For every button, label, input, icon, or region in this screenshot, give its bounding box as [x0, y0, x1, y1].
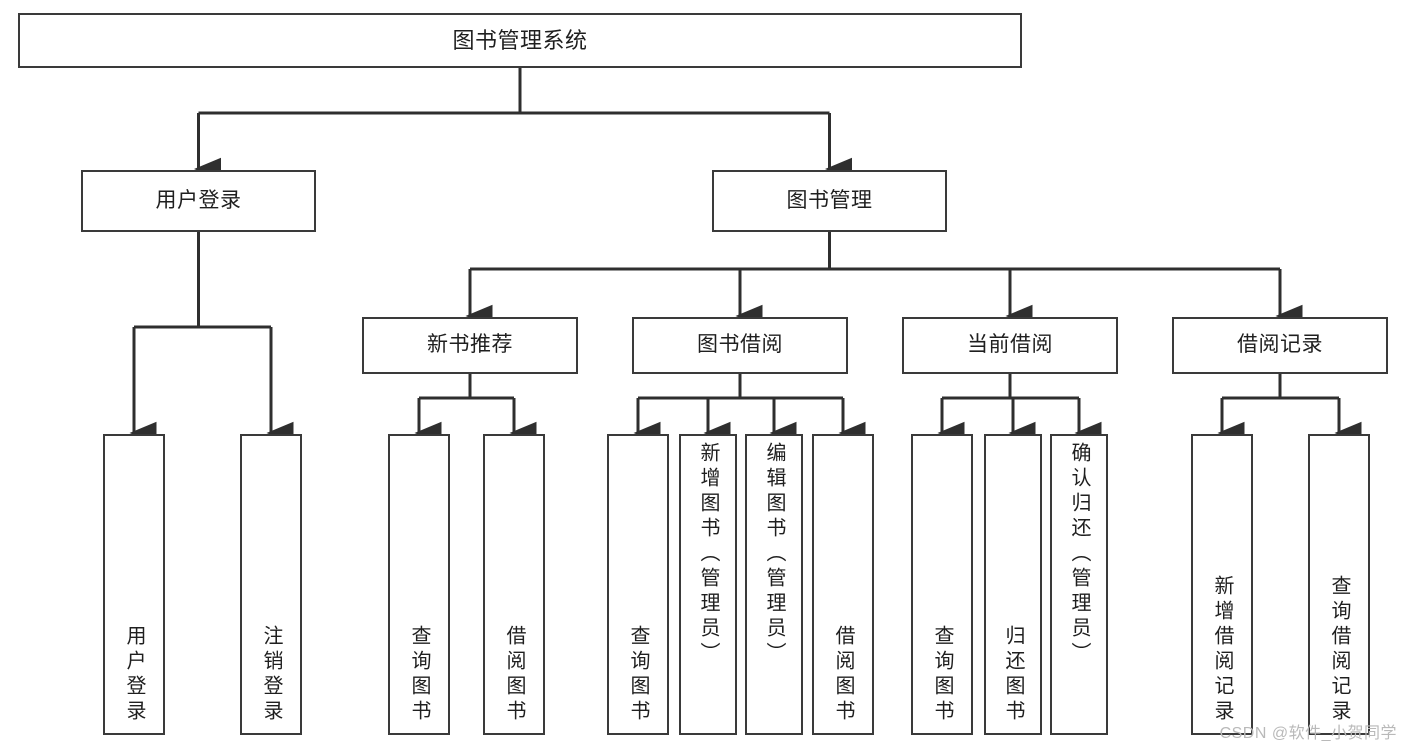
node-label-current-borrow: 当前借阅: [967, 333, 1053, 357]
node-label-leaf-add-record: 新增借阅记录: [1211, 575, 1233, 725]
node-label-leaf-borrow-book-2: 借阅图书: [832, 625, 854, 725]
node-leaf-query-book-3[interactable]: 查询图书: [911, 434, 973, 735]
node-label-leaf-logout: 注销登录: [260, 625, 282, 725]
node-label-leaf-query-record: 查询借阅记录: [1328, 575, 1350, 725]
node-leaf-query-book-2[interactable]: 查询图书: [607, 434, 669, 735]
node-leaf-add-record[interactable]: 新增借阅记录: [1191, 434, 1253, 735]
node-user-login[interactable]: 用户登录: [81, 170, 316, 232]
node-new-book-rec[interactable]: 新书推荐: [362, 317, 578, 374]
node-label-leaf-return-book: 归还图书: [1002, 625, 1024, 725]
node-leaf-return-book[interactable]: 归还图书: [984, 434, 1042, 735]
node-leaf-add-book[interactable]: 新增图书（管理员）: [679, 434, 737, 735]
csdn-watermark: CSDN @软件_小贺同学: [1219, 725, 1397, 742]
node-leaf-confirm-return[interactable]: 确认归还（管理员）: [1050, 434, 1108, 735]
node-label-leaf-query-book-1: 查询图书: [408, 625, 430, 725]
node-label-leaf-edit-book: 编辑图书（管理员）: [763, 442, 785, 667]
node-leaf-query-book-1[interactable]: 查询图书: [388, 434, 450, 735]
node-leaf-user-login[interactable]: 用户登录: [103, 434, 165, 735]
node-label-leaf-query-book-2: 查询图书: [627, 625, 649, 725]
node-label-leaf-confirm-return: 确认归还（管理员）: [1068, 442, 1090, 667]
node-label-book-borrow: 图书借阅: [697, 333, 783, 357]
node-borrow-record[interactable]: 借阅记录: [1172, 317, 1388, 374]
node-label-book-manage: 图书管理: [786, 188, 873, 212]
node-leaf-borrow-book-1[interactable]: 借阅图书: [483, 434, 545, 735]
node-root[interactable]: 图书管理系统: [18, 13, 1022, 68]
node-label-root: 图书管理系统: [452, 27, 588, 53]
node-label-leaf-borrow-book-1: 借阅图书: [503, 625, 525, 725]
node-label-leaf-user-login: 用户登录: [123, 625, 145, 725]
node-current-borrow[interactable]: 当前借阅: [902, 317, 1118, 374]
node-leaf-borrow-book-2[interactable]: 借阅图书: [812, 434, 874, 735]
node-leaf-query-record[interactable]: 查询借阅记录: [1308, 434, 1370, 735]
node-label-new-book-rec: 新书推荐: [427, 333, 513, 357]
node-label-user-login: 用户登录: [155, 188, 242, 212]
node-label-borrow-record: 借阅记录: [1237, 333, 1323, 357]
node-book-manage[interactable]: 图书管理: [712, 170, 947, 232]
node-leaf-logout[interactable]: 注销登录: [240, 434, 302, 735]
node-book-borrow[interactable]: 图书借阅: [632, 317, 848, 374]
node-leaf-edit-book[interactable]: 编辑图书（管理员）: [745, 434, 803, 735]
node-label-leaf-query-book-3: 查询图书: [931, 625, 953, 725]
node-label-leaf-add-book: 新增图书（管理员）: [697, 442, 719, 667]
